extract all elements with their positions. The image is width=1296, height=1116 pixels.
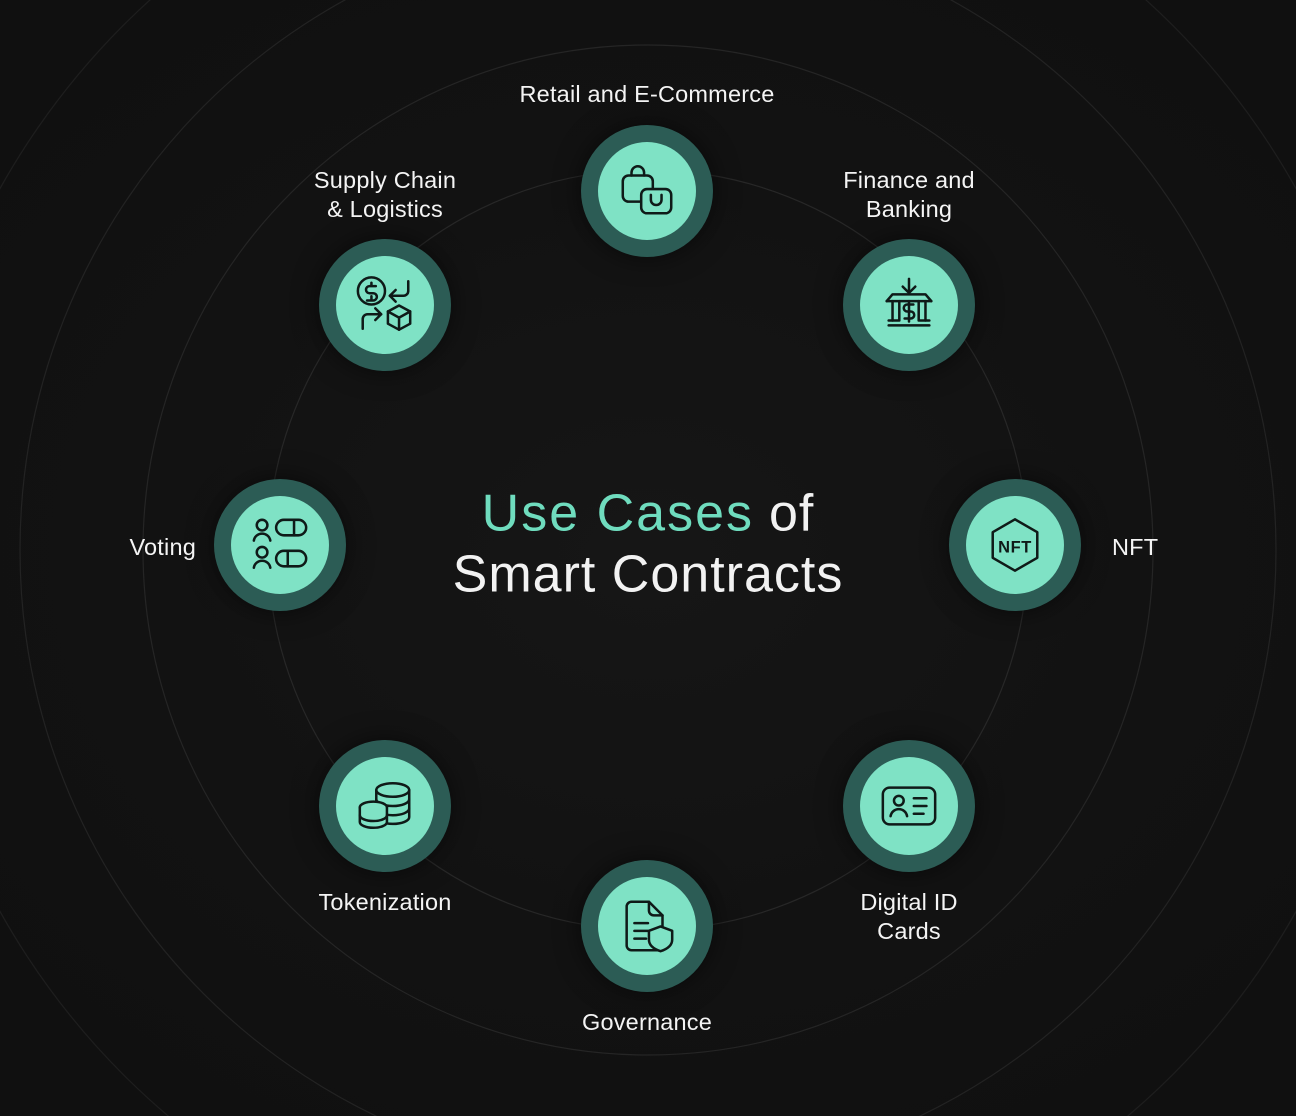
page-title: Use Cases of Smart Contracts bbox=[328, 484, 968, 607]
node-disc bbox=[336, 757, 434, 855]
label-voting: Voting bbox=[129, 534, 196, 560]
poll-people-icon bbox=[252, 518, 308, 570]
title-line-1: Use Cases of bbox=[328, 484, 968, 545]
label-supply-chain: Supply Chain & Logistics bbox=[313, 167, 457, 223]
label-retail: Retail and E-Commerce bbox=[519, 81, 775, 107]
node-finance[interactable] bbox=[843, 239, 975, 371]
bank-dollar-icon bbox=[885, 277, 933, 327]
label-governance: Governance bbox=[581, 1009, 713, 1035]
label-digital-id: Digital ID Cards bbox=[860, 889, 958, 945]
node-digital-id[interactable] bbox=[843, 740, 975, 872]
svg-text:NFT: NFT bbox=[998, 538, 1032, 556]
node-disc bbox=[598, 877, 696, 975]
node-nft[interactable]: NFT bbox=[949, 479, 1081, 611]
document-shield-icon bbox=[625, 900, 674, 953]
node-tokenization[interactable] bbox=[319, 740, 451, 872]
title-of-text: of bbox=[768, 484, 815, 543]
node-governance[interactable] bbox=[581, 860, 713, 992]
node-disc: NFT bbox=[966, 496, 1064, 594]
id-card-icon bbox=[881, 786, 937, 826]
node-disc bbox=[860, 256, 958, 354]
node-disc bbox=[598, 142, 696, 240]
title-line-2: Smart Contracts bbox=[452, 546, 844, 604]
node-disc bbox=[336, 256, 434, 354]
node-disc bbox=[860, 757, 958, 855]
node-voting[interactable] bbox=[214, 479, 346, 611]
title-accent-text: Use Cases bbox=[481, 484, 754, 543]
node-retail[interactable] bbox=[581, 125, 713, 257]
label-finance: Finance and Banking bbox=[843, 167, 975, 223]
node-supply-chain[interactable] bbox=[319, 239, 451, 371]
coin-stack-icon bbox=[358, 781, 411, 830]
shopping-bags-icon bbox=[621, 165, 673, 215]
goods-exchange-icon bbox=[356, 276, 412, 331]
node-disc bbox=[231, 496, 329, 594]
label-nft: NFT bbox=[1112, 534, 1159, 560]
label-tokenization: Tokenization bbox=[318, 889, 452, 915]
nft-hexagon-icon: NFT bbox=[991, 518, 1039, 572]
